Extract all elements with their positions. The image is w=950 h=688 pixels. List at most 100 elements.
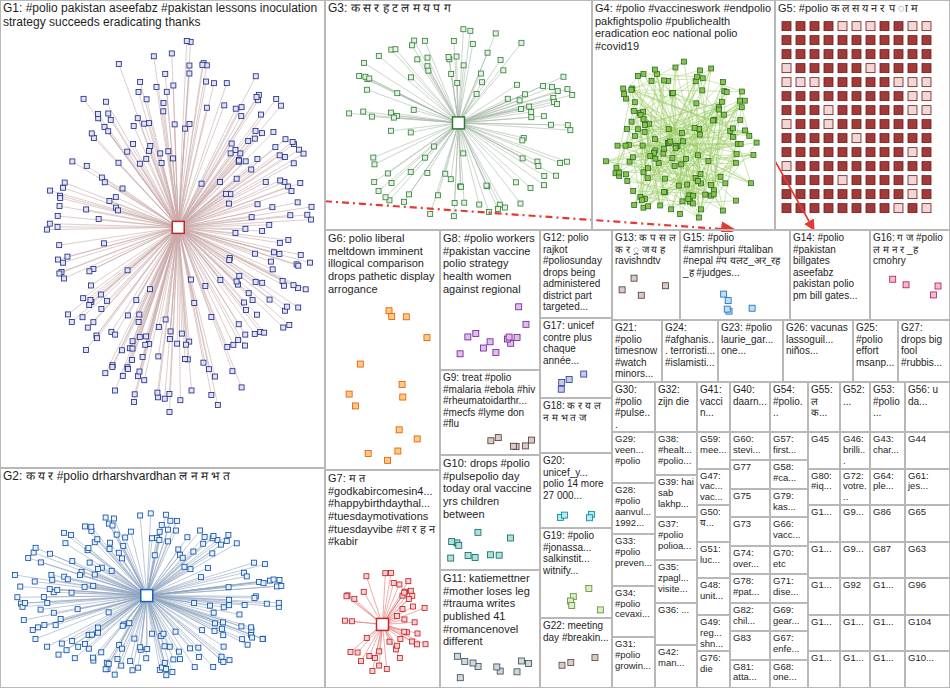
network-vertex xyxy=(649,79,654,84)
network-vertex xyxy=(178,657,183,662)
network-vertex xyxy=(144,97,149,102)
network-vertex xyxy=(518,106,523,111)
network-vertex xyxy=(120,186,125,191)
network-link xyxy=(675,137,733,166)
network-vertex xyxy=(224,81,229,86)
group-box: G11: katiemettner #mother loses leg #tra… xyxy=(440,570,540,688)
network-vertex xyxy=(796,64,805,73)
network-vertex xyxy=(57,203,62,208)
network-vertex xyxy=(277,577,282,582)
group-label-text: G4: #polio #vaccineswork #endpolio pakfi… xyxy=(595,2,771,52)
network-link xyxy=(459,123,538,162)
network-vertex xyxy=(188,567,193,572)
network-vertex xyxy=(782,134,791,143)
network-vertex xyxy=(51,610,56,615)
network-vertex xyxy=(396,427,402,433)
network-vertex xyxy=(348,650,353,655)
network-link xyxy=(430,123,458,214)
network-vertex xyxy=(361,60,366,65)
network-link xyxy=(178,227,229,260)
network-vertex xyxy=(457,351,463,357)
network-vertex xyxy=(260,280,265,285)
network-vertex xyxy=(110,523,115,528)
network-vertex xyxy=(645,166,650,171)
network-link xyxy=(459,123,499,209)
network-vertex xyxy=(358,659,363,664)
network-vertex xyxy=(209,392,214,397)
network-link xyxy=(648,178,711,196)
network-vertex xyxy=(236,158,241,163)
network-vertex xyxy=(480,80,485,85)
network-vertex xyxy=(271,250,276,255)
network-vertex xyxy=(478,71,483,76)
network-vertex xyxy=(709,182,714,187)
network-vertex xyxy=(113,388,118,393)
network-vertex xyxy=(59,641,64,646)
group-label: G19: #polio #jonassa... salkinstit... wi… xyxy=(543,530,609,576)
network-link xyxy=(459,123,545,176)
network-vertex xyxy=(697,132,702,137)
network-vertex xyxy=(148,287,153,292)
network-vertex xyxy=(288,213,293,218)
network-vertex xyxy=(749,181,754,186)
network-vertex xyxy=(721,291,727,297)
network-vertex xyxy=(415,642,420,647)
network-vertex xyxy=(678,211,683,216)
network-vertex xyxy=(721,112,726,117)
network-vertex xyxy=(866,50,875,59)
network-vertex xyxy=(148,144,153,149)
network-vertex xyxy=(866,120,875,129)
network-vertex xyxy=(187,71,192,76)
network-vertex xyxy=(922,162,931,171)
network-vertex xyxy=(648,153,653,158)
network-vertex xyxy=(502,205,507,210)
group-label: G16: ग ज #polio ल म न र _ह cmohry xyxy=(873,232,947,267)
network-vertex xyxy=(355,650,360,655)
group-box: G8: #polio workers #pakistan vaccine pol… xyxy=(440,230,540,370)
network-link xyxy=(147,596,190,649)
network-vertex xyxy=(192,665,197,670)
network-vertex xyxy=(273,145,278,150)
network-vertex xyxy=(208,603,213,608)
group-box: G41: vaccin... xyxy=(697,382,730,432)
network-vertex xyxy=(461,27,466,32)
group-label-text: G5: #polio क ल स य न र प ा म xyxy=(778,2,918,14)
network-link xyxy=(88,227,178,327)
group-network xyxy=(567,586,603,613)
network-vertex xyxy=(395,643,400,648)
network-vertex xyxy=(670,156,675,161)
network-vertex xyxy=(697,126,702,131)
network-vertex xyxy=(586,586,592,592)
network-vertex xyxy=(894,92,903,101)
network-vertex xyxy=(824,190,833,199)
network-vertex xyxy=(824,176,833,185)
network-vertex xyxy=(415,57,420,62)
group-label: G14: #polio #pakistan billgates aseefabz… xyxy=(793,232,867,301)
network-vertex xyxy=(21,618,26,623)
network-vertex xyxy=(866,176,875,185)
network-vertex xyxy=(623,143,628,148)
network-vertex xyxy=(303,287,308,292)
network-vertex xyxy=(738,142,743,147)
network-vertex xyxy=(236,322,241,327)
network-vertex xyxy=(57,271,62,276)
network-vertex xyxy=(866,22,875,31)
group-label: G2: क य र #polio drharshvardhan ल न म भ … xyxy=(3,470,322,484)
network-vertex xyxy=(398,637,403,642)
network-vertex xyxy=(514,669,520,675)
group-label: G23: #polio laurie_gar... one... xyxy=(721,322,780,357)
network-vertex xyxy=(83,348,88,353)
network-vertex xyxy=(525,660,531,666)
network-vertex xyxy=(171,657,176,662)
network-vertex xyxy=(260,131,265,136)
network-vertex xyxy=(154,84,159,89)
network-link xyxy=(122,596,147,649)
network-vertex xyxy=(852,176,861,185)
network-vertex xyxy=(384,667,389,672)
network-vertex xyxy=(465,553,471,559)
network-link xyxy=(144,124,178,228)
network-vertex xyxy=(85,325,90,330)
network-vertex xyxy=(200,62,205,67)
network-vertex xyxy=(239,114,244,119)
network-vertex xyxy=(515,82,520,87)
